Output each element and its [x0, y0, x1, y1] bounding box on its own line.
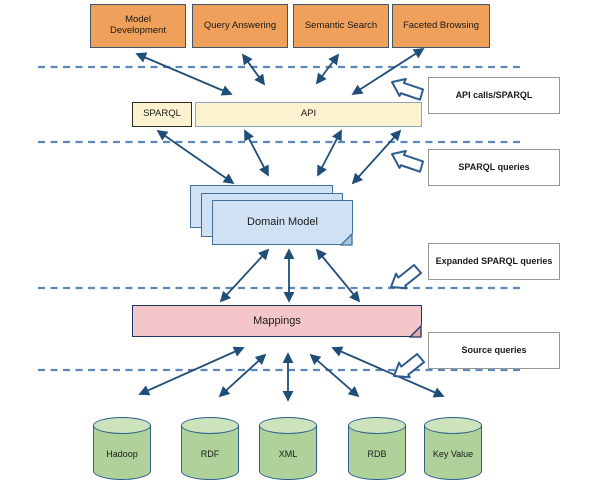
- xml-label: XML: [278, 449, 298, 460]
- folded-corner-icon: [339, 231, 354, 246]
- cylinder-top: [181, 417, 239, 434]
- block-arrow-icon-api-calls: [391, 77, 425, 101]
- mappings-to-sources-arrows: [138, 346, 445, 402]
- key-value-label: Key Value: [432, 449, 474, 460]
- annotation-api-calls-sparql-label: API calls/SPARQL: [455, 90, 533, 101]
- model-development-label: Model Development: [110, 14, 166, 36]
- annotation-sparql-queries-label: SPARQL queries: [458, 162, 530, 173]
- box-model-development: Model Development: [90, 4, 186, 48]
- semantic-search-label: Semantic Search: [304, 19, 378, 31]
- domain-to-mappings-arrows: [219, 248, 361, 303]
- annotation-api-calls-sparql: API calls/SPARQL: [428, 77, 560, 114]
- block-arrow-icon-expanded-queries: [390, 264, 423, 290]
- box-faceted-browsing: Faceted Browsing: [392, 4, 490, 48]
- annotation-source-queries: Source queries: [428, 332, 560, 369]
- folded-corner-icon: [408, 323, 423, 338]
- cylinder-body: [181, 425, 239, 480]
- datasource-cylinder-rdb: RDB: [348, 417, 406, 480]
- box-domain-model: Domain Model: [212, 200, 354, 246]
- api-to-domain-arrows: [156, 129, 402, 185]
- cylinder-body: [93, 425, 151, 480]
- annotation-sparql-queries: SPARQL queries: [428, 149, 560, 186]
- rdb-label: RDB: [367, 449, 387, 460]
- datasource-cylinder-rdf: RDF: [181, 417, 239, 480]
- annotation-expanded-sparql-queries-label: Expanded SPARQL queries: [435, 256, 553, 267]
- box-api: API: [195, 102, 422, 127]
- sparql-label: SPARQL: [143, 108, 181, 120]
- cylinder-body: [424, 425, 482, 480]
- rdf-label: RDF: [200, 449, 220, 460]
- query-answering-label: Query Answering: [203, 19, 277, 31]
- cylinder-body: [348, 425, 406, 480]
- annotation-expanded-sparql-queries: Expanded SPARQL queries: [428, 243, 560, 280]
- datasource-cylinder-xml: XML: [259, 417, 317, 480]
- datasource-cylinder-hadoop: Hadoop: [93, 417, 151, 480]
- box-mappings: Mappings: [132, 305, 423, 338]
- box-sparql: SPARQL: [132, 102, 192, 127]
- datasource-cylinder-key-value: Key Value: [424, 417, 482, 480]
- cylinder-top: [424, 417, 482, 434]
- cylinder-top: [259, 417, 317, 434]
- cylinder-body: [259, 425, 317, 480]
- cylinder-top: [93, 417, 151, 434]
- block-arrow-icon-sparql-queries: [391, 149, 425, 173]
- box-query-answering: Query Answering: [192, 4, 288, 48]
- faceted-browsing-label: Faceted Browsing: [402, 19, 480, 31]
- annotation-source-queries-label: Source queries: [461, 345, 527, 356]
- hadoop-label: Hadoop: [106, 449, 138, 460]
- box-semantic-search: Semantic Search: [293, 4, 389, 48]
- mappings-label: Mappings: [253, 314, 301, 327]
- apps-to-api-arrows: [135, 48, 425, 96]
- cylinder-top: [348, 417, 406, 434]
- api-label: API: [300, 108, 317, 120]
- block-arrow-icon-source-queries: [393, 353, 426, 379]
- domain-model-label: Domain Model: [247, 216, 318, 229]
